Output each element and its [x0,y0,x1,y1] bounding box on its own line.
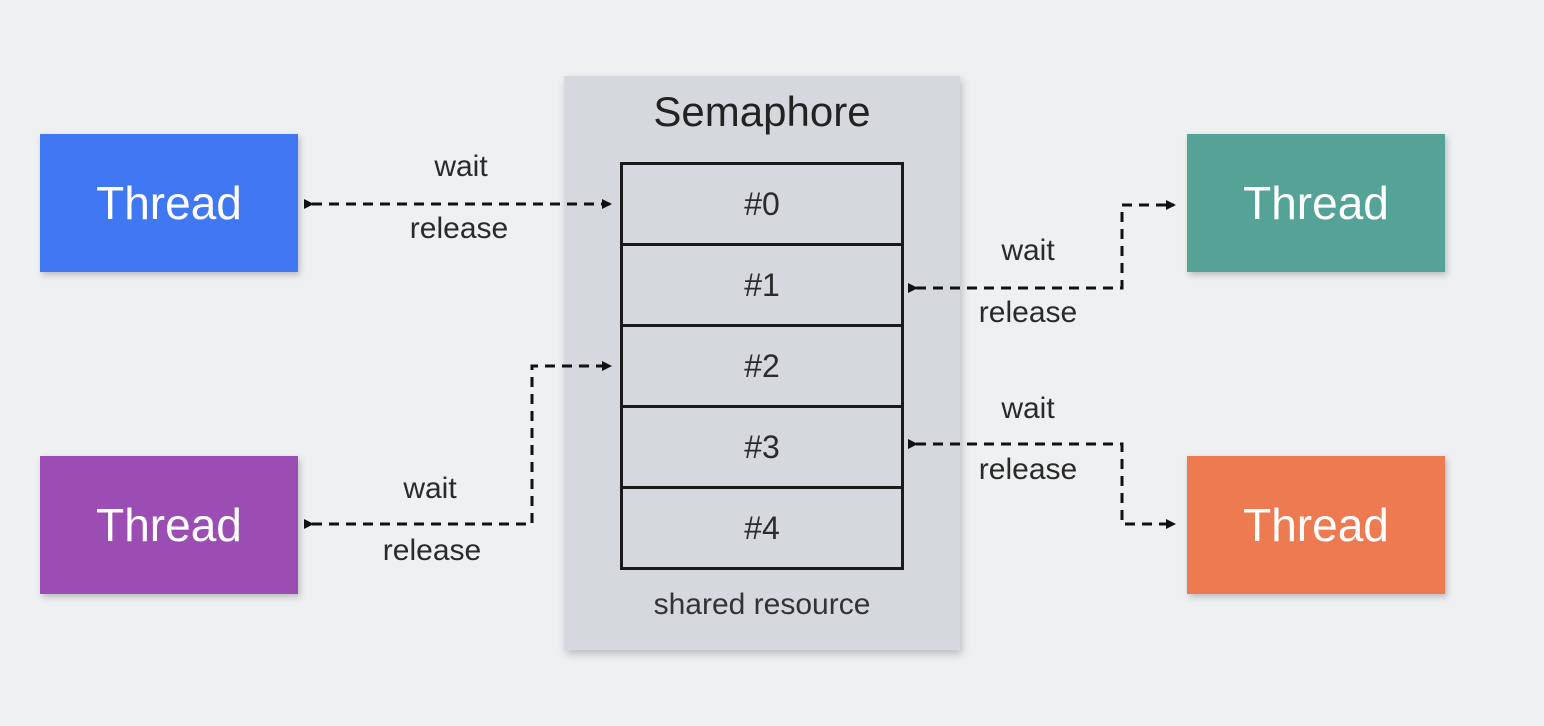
slot-2: #2 [623,327,901,408]
thread-box-bottom-right: Thread [1187,456,1445,594]
wait-label-bottom-right: wait [1001,392,1055,425]
release-label-bottom-right: release [978,453,1078,486]
thread-label: Thread [1243,177,1389,229]
connector-top-right [908,200,1176,293]
release-label-bottom-left: release [382,534,482,567]
slot-3: #3 [623,408,901,489]
slot-0: #0 [623,165,901,246]
shared-resource-label: shared resource [653,588,871,621]
thread-box-top-left: Thread [40,134,298,272]
wait-label-top-left: wait [434,150,488,183]
thread-box-bottom-left: Thread [40,456,298,594]
connector-bottom-right [908,439,1176,529]
wait-label-bottom-left: wait [403,472,457,505]
release-label-top-right: release [978,296,1078,329]
connector-bottom-left [304,361,612,529]
semaphore-panel: Semaphore #0 #1 #2 #3 #4 shared resource [564,76,960,650]
slot-4: #4 [623,489,901,567]
slot-1: #1 [623,246,901,327]
release-label-top-left: release [409,212,509,245]
semaphore-slots: #0 #1 #2 #3 #4 [620,162,904,570]
thread-label: Thread [1243,499,1389,551]
thread-label: Thread [96,177,242,229]
thread-label: Thread [96,499,242,551]
thread-box-top-right: Thread [1187,134,1445,272]
semaphore-title: Semaphore [653,88,871,135]
wait-label-top-right: wait [1001,234,1055,267]
